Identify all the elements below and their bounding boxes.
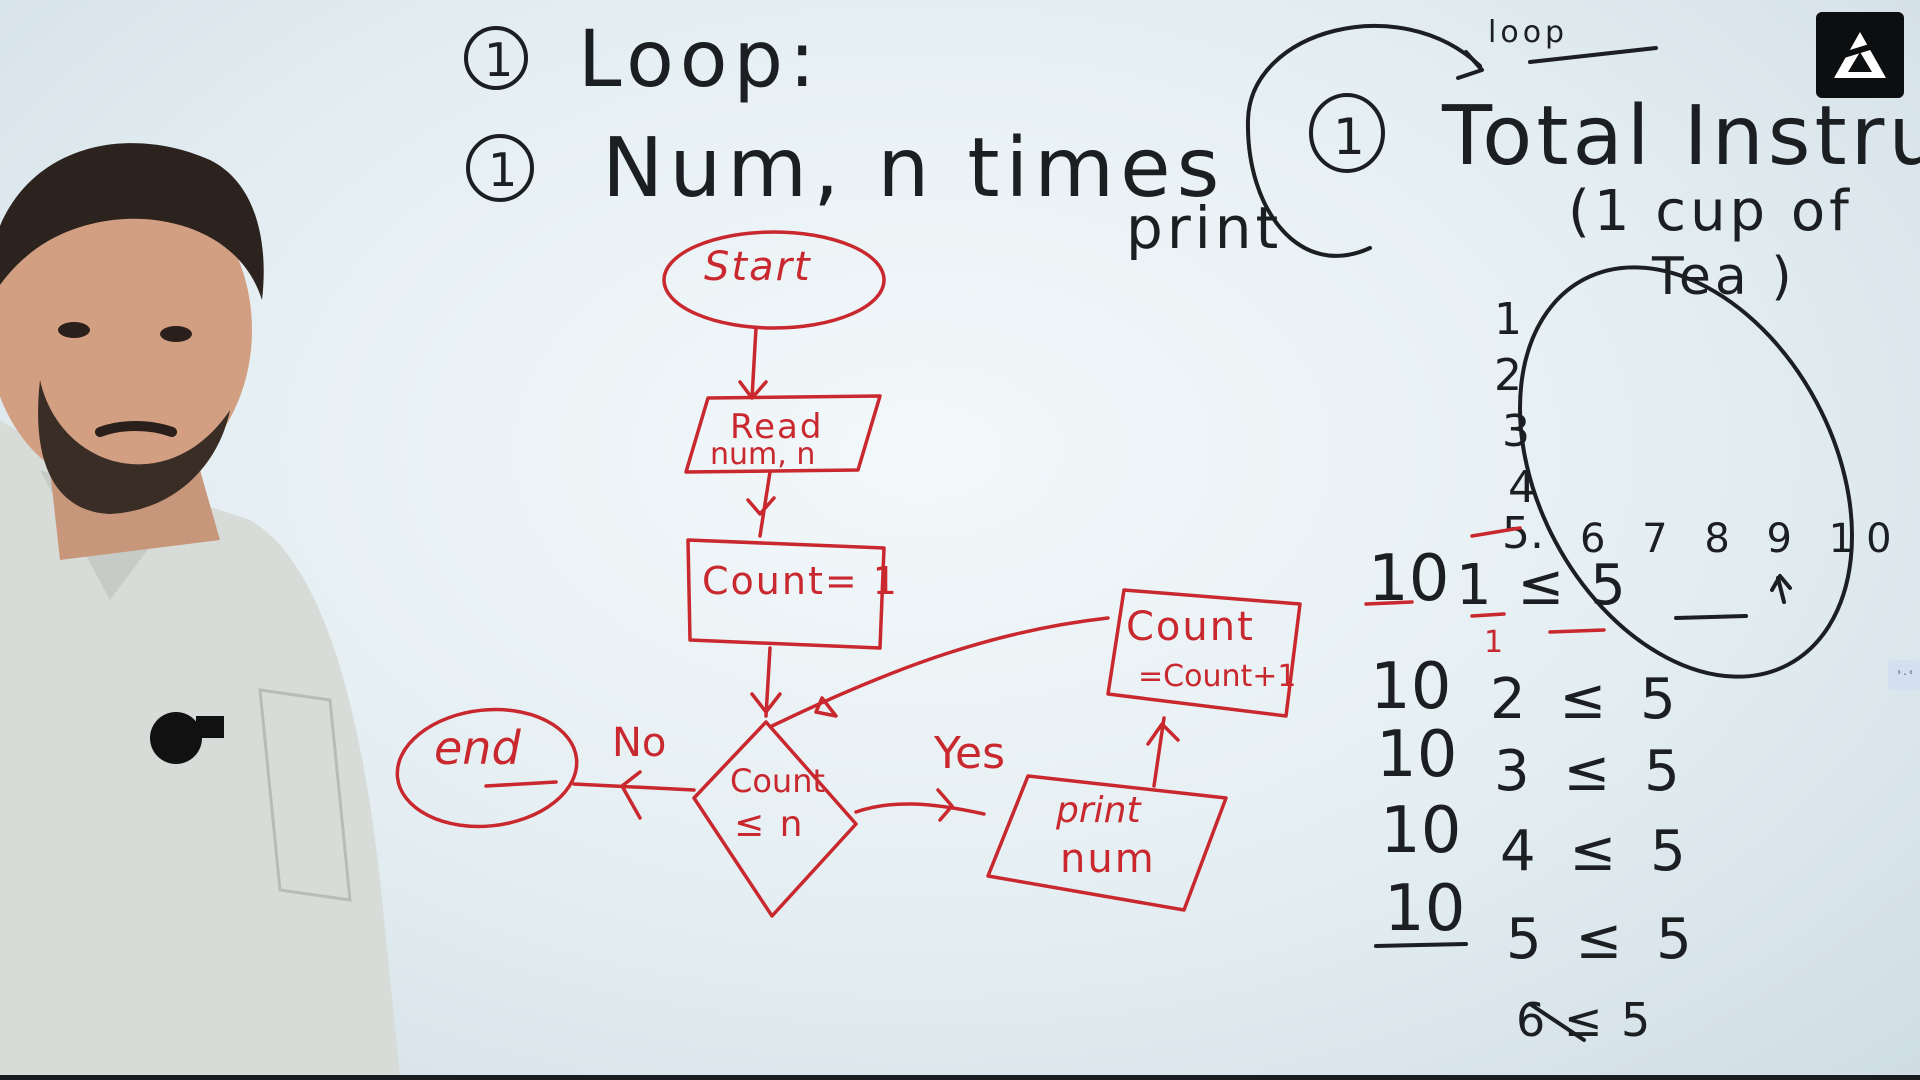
trace-row3-b: 3 ≤ 5 xyxy=(1494,739,1688,804)
trace-row2-b: 2 ≤ 5 xyxy=(1490,667,1684,732)
microphone-clip xyxy=(196,716,224,738)
trace-row4-b: 4 ≤ 5 xyxy=(1500,819,1694,884)
trace-blank-line xyxy=(1674,614,1748,620)
notes-circled-num-circle xyxy=(1309,93,1385,173)
presenter-eye-right xyxy=(160,326,192,342)
presenter-beard xyxy=(38,380,230,514)
total-instructions-text: Total Instructi xyxy=(1441,89,1920,184)
start-node xyxy=(662,230,886,330)
list-item-3: 3 xyxy=(1502,406,1530,457)
list-item-2: 2 xyxy=(1494,350,1522,401)
arrow-start-to-read xyxy=(738,326,768,400)
trace-row3-a: 10 xyxy=(1376,718,1457,792)
init-node xyxy=(686,538,886,650)
lapel-microphone-icon xyxy=(150,712,202,764)
trace-row1-b: 1 ≤ 5 xyxy=(1456,553,1630,618)
trace-arrow-icon xyxy=(1770,574,1792,604)
init-label: Count= 1 xyxy=(702,559,899,603)
print-label-1: print xyxy=(1055,790,1142,831)
heading-num2: 1 xyxy=(488,143,517,197)
list-item-5: 5. xyxy=(1502,508,1544,559)
loop-arc xyxy=(1245,23,1482,258)
count-ellipse xyxy=(1518,265,1854,679)
list-row-rest: 6 7 8 9 10 xyxy=(1580,516,1904,562)
read-label-2: num, n xyxy=(710,437,815,472)
presenter-moustache xyxy=(95,421,177,437)
arrow-init-to-cond xyxy=(750,646,782,718)
no-label: No xyxy=(612,720,666,766)
yes-label: Yes xyxy=(933,728,1005,779)
arrow-cond-to-end xyxy=(572,770,696,820)
paren-line-1: (1 cup of xyxy=(1568,179,1853,244)
print-label-2: num xyxy=(1060,836,1156,882)
print-node xyxy=(986,774,1228,912)
arrow-cond-to-print xyxy=(854,788,986,822)
condition-node xyxy=(692,720,858,918)
heading-prompt: Num, n times xyxy=(602,121,1225,216)
cond-label-1: Count xyxy=(730,762,825,800)
brand-logo-icon xyxy=(1816,12,1904,98)
heading-num2-circle xyxy=(466,134,534,202)
trace-row5-underline xyxy=(1374,942,1468,948)
presenter-face xyxy=(0,170,252,490)
read-label-1: Read xyxy=(730,407,823,447)
list-item-4: 4 xyxy=(1508,462,1536,513)
heading-prompt-sub: print xyxy=(1126,194,1282,262)
cond-label-2: ≤ n xyxy=(734,804,804,845)
presenter-eye-left xyxy=(58,322,90,338)
incr-label-2: =Count+1 xyxy=(1138,659,1296,694)
trace-row2-a: 10 xyxy=(1370,650,1451,724)
end-underline xyxy=(484,780,558,788)
incr-label-1: Count xyxy=(1126,604,1255,650)
trace-row5-a: 10 xyxy=(1384,872,1465,946)
loop-word: loop xyxy=(1488,15,1568,50)
notes-circled-num: 1 xyxy=(1333,108,1365,166)
read-input-node xyxy=(684,394,882,474)
presenter xyxy=(0,143,400,1075)
notes: loop 1 Total Instructi (1 cup of Tea ) 1… xyxy=(1245,15,1920,1047)
heading-num1-circle xyxy=(464,26,528,90)
red-underline-marks xyxy=(1364,526,1606,634)
arrow-incr-back-to-cond xyxy=(770,616,1110,728)
heading-title: Loop: xyxy=(578,15,821,105)
trace-row4-a: 10 xyxy=(1380,794,1461,868)
heading-num1: 1 xyxy=(484,33,513,87)
heading: 1 Loop: 1 Num, n times print xyxy=(464,15,1282,262)
trace-last-strike xyxy=(1528,1002,1586,1042)
end-node xyxy=(395,707,579,829)
loop-arc-arrowhead xyxy=(1456,50,1484,80)
presenter-pocket xyxy=(258,688,352,902)
loop-underline xyxy=(1528,46,1658,64)
trace-row5-b: 5 ≤ 5 xyxy=(1506,907,1700,972)
trace-row1-under: 1 xyxy=(1484,625,1503,660)
increment-node xyxy=(1106,588,1302,718)
side-panel-handle-label: ›.‹ xyxy=(1896,667,1915,678)
side-panel-handle-icon[interactable]: ›.‹ xyxy=(1888,660,1920,690)
end-label: end xyxy=(434,721,521,775)
presenter-hair xyxy=(0,143,264,300)
list-item-1: 1 xyxy=(1494,294,1522,345)
start-label: Start xyxy=(704,244,812,290)
logo-glyph-icon xyxy=(1833,32,1887,78)
arrow-read-to-init xyxy=(746,470,776,538)
flowchart: Start Read num, n Count= 1 Count ≤ n No … xyxy=(395,230,1302,918)
arrow-print-to-incr xyxy=(1146,716,1180,788)
